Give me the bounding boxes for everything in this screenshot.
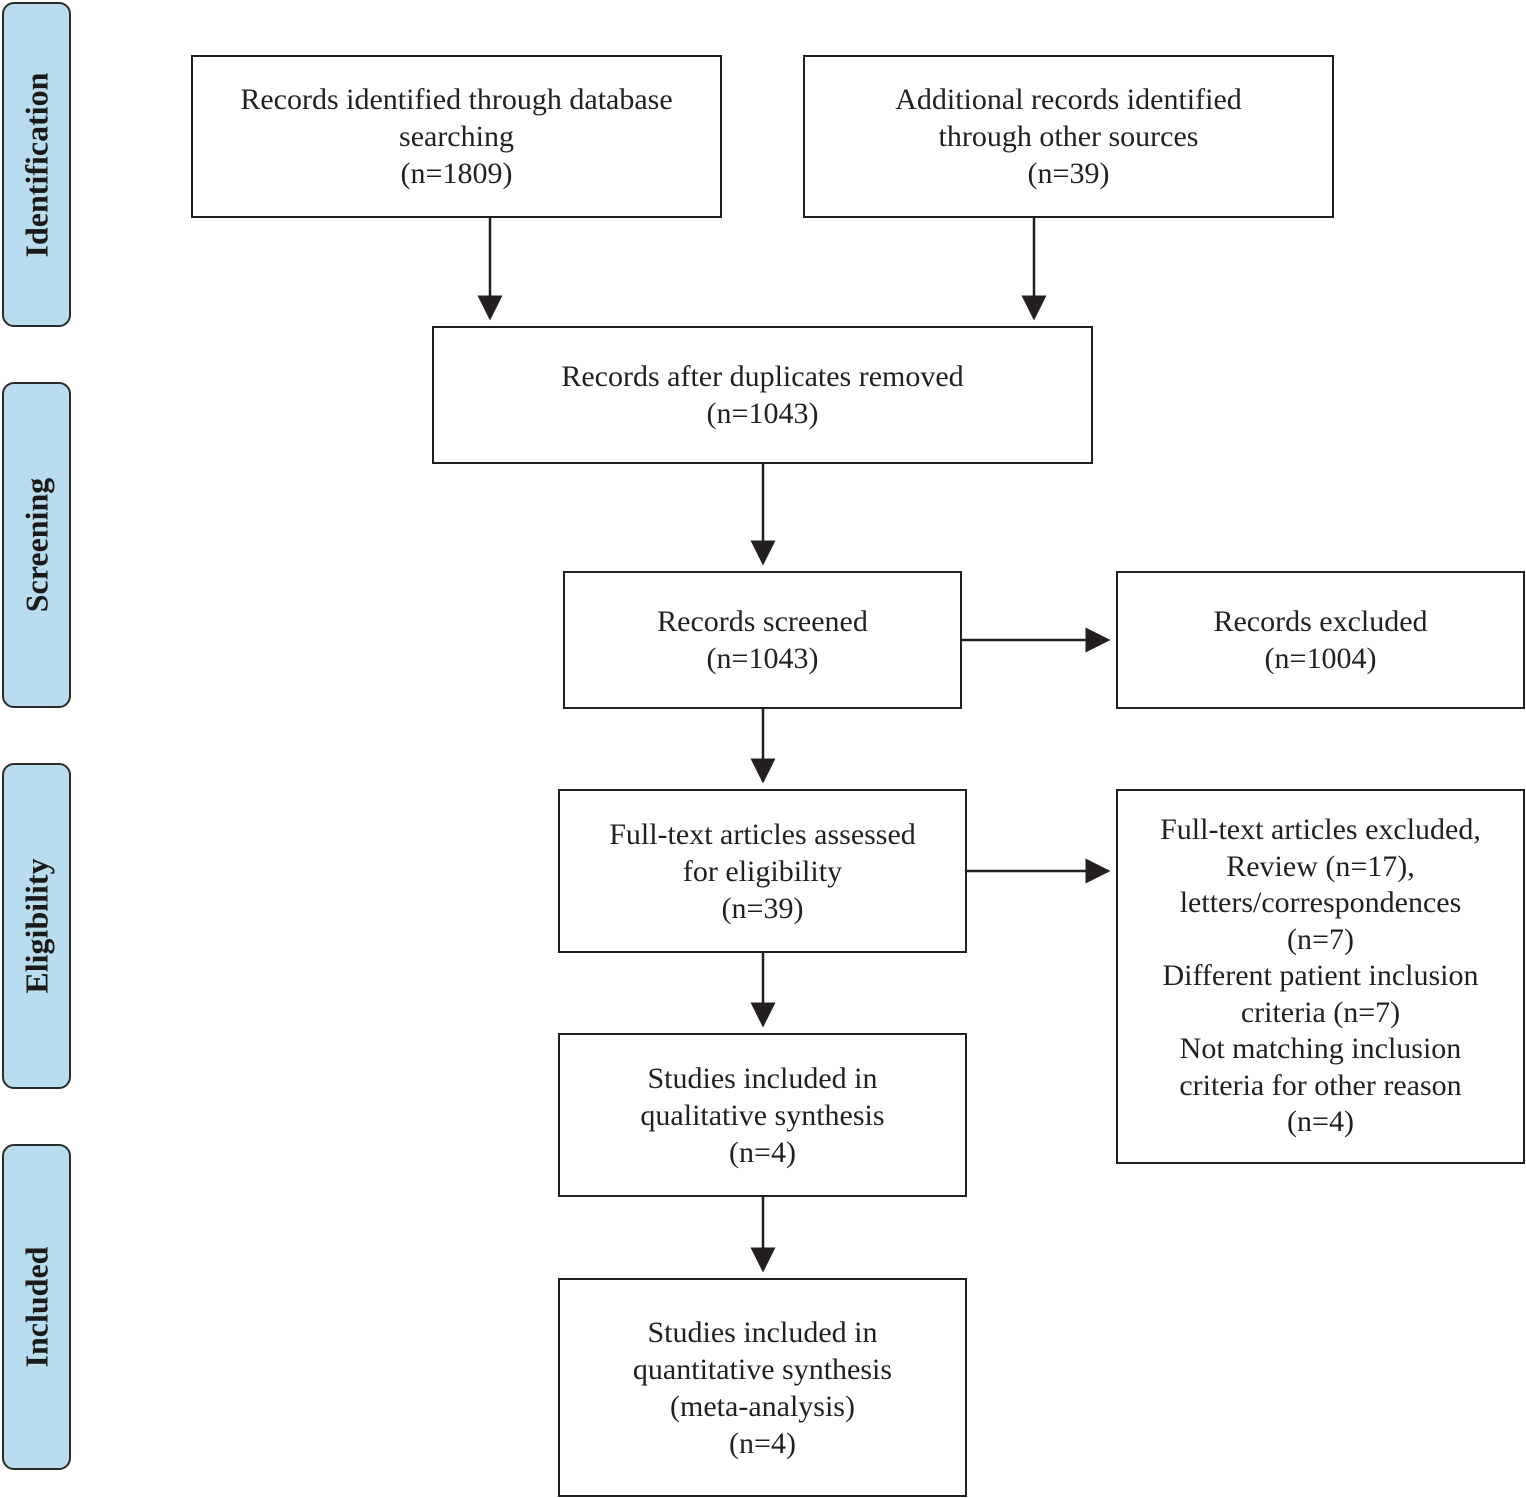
box-full-text-excluded: Full-text articles excluded, Review (n=1… — [1116, 789, 1525, 1164]
box-qualitative-synthesis: Studies included in qualitative synthesi… — [558, 1033, 967, 1197]
box-full-text-assessed: Full-text articles assessed for eligibil… — [558, 789, 967, 953]
box-after-duplicates: Records after duplicates removed (n=1043… — [432, 326, 1093, 464]
stage-included: Included — [2, 1144, 71, 1470]
box-quantitative-synthesis: Studies included in quantitative synthes… — [558, 1278, 967, 1497]
stage-screening: Screening — [2, 382, 71, 708]
box-records-screened: Records screened (n=1043) — [563, 571, 962, 709]
box-database-records: Records identified through database sear… — [191, 55, 722, 218]
box-records-excluded: Records excluded (n=1004) — [1116, 571, 1525, 709]
stage-eligibility: Eligibility — [2, 763, 71, 1089]
stage-identification: Identification — [2, 2, 71, 327]
box-other-records: Additional records identified through ot… — [803, 55, 1334, 218]
